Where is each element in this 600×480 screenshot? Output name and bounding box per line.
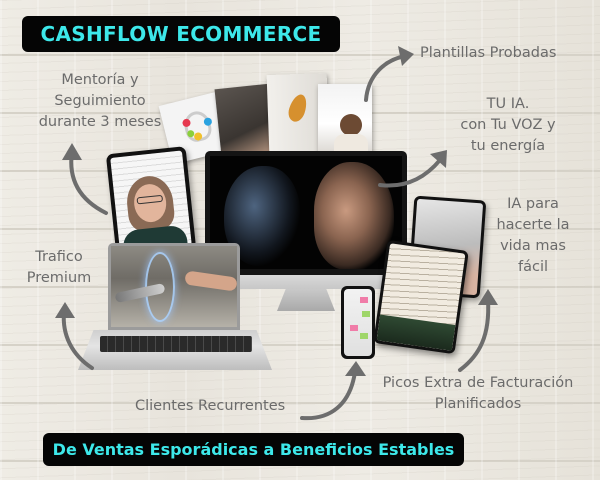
desktop-monitor-ai-faces bbox=[205, 151, 407, 311]
tagline-text: De Ventas Esporádicas a Beneficios Estab… bbox=[52, 440, 455, 459]
page-title: CASHFLOW ECOMMERCE bbox=[40, 22, 322, 46]
label-mentoria: Mentoría y Seguimiento durante 3 meses bbox=[38, 72, 162, 130]
arrow-trafico-icon bbox=[55, 302, 94, 370]
label-tu-ia: TU IA. con Tu VOZ y tu energía bbox=[460, 96, 556, 154]
label-trafico: Trafico Premium bbox=[26, 249, 92, 286]
arrow-picos-icon bbox=[458, 289, 498, 372]
label-plantillas: Plantillas Probadas bbox=[420, 45, 557, 61]
arrow-clientes-icon bbox=[300, 361, 366, 421]
label-picos: Picos Extra de Facturación Planificados bbox=[382, 375, 574, 412]
label-ia-facil: IA para hacerte la vida mas fácil bbox=[496, 196, 570, 275]
title-badge: CASHFLOW ECOMMERCE bbox=[22, 16, 340, 52]
monitor-stand bbox=[277, 289, 335, 311]
tagline-badge: De Ventas Esporádicas a Beneficios Estab… bbox=[43, 433, 464, 466]
phone-sticky-notes bbox=[341, 286, 375, 359]
label-clientes: Clientes Recurrentes bbox=[135, 398, 286, 414]
laptop-keyboard bbox=[100, 336, 252, 352]
woman-headset-photo bbox=[318, 84, 372, 156]
arrow-mentoria-icon bbox=[62, 143, 108, 215]
arrow-plantillas-icon bbox=[364, 46, 414, 102]
laptop-robot-hand bbox=[108, 243, 240, 330]
woman-face-profile bbox=[314, 162, 394, 269]
arrow-tu-ia-icon bbox=[378, 150, 447, 188]
